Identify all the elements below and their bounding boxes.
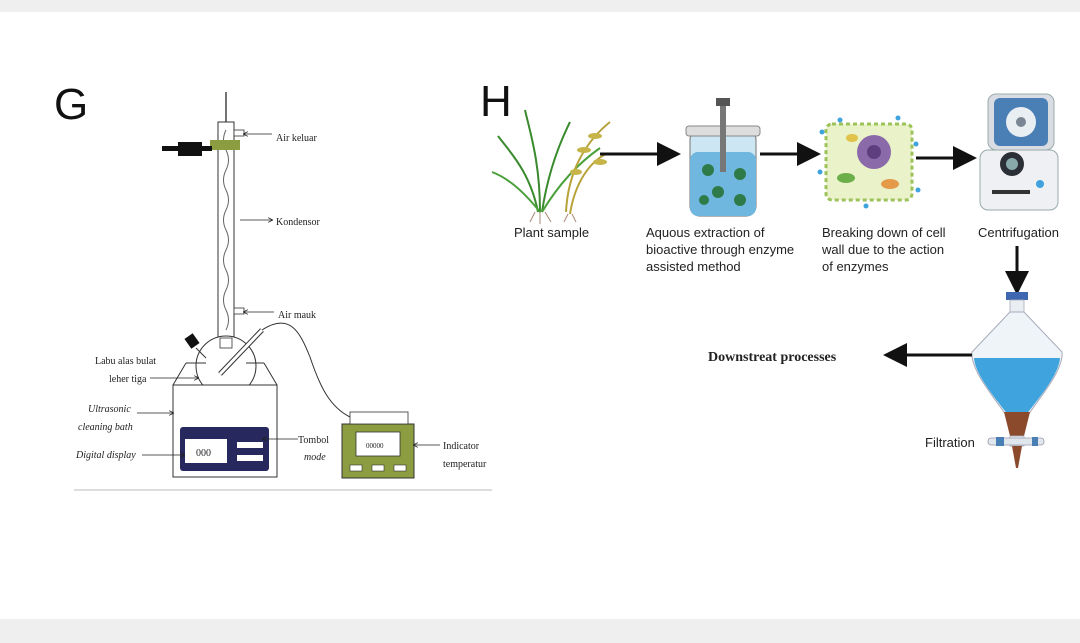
ultrasonic-bath: 000 xyxy=(172,362,278,478)
step-aqueous-line2: bioactive through enzyme xyxy=(646,242,794,257)
label-labu-line1: Labu alas bulat xyxy=(95,356,156,367)
label-tombol-line2: mode xyxy=(304,452,326,463)
extraction-vessel-icon xyxy=(685,98,761,217)
label-digital-display: Digital display xyxy=(75,450,136,461)
separatory-funnel-icon xyxy=(971,292,1063,468)
label-indicator-line2: temperatur xyxy=(443,459,487,470)
label-tombol-line1: Tombol xyxy=(298,435,329,446)
mode-button-2[interactable] xyxy=(237,455,263,461)
digital-display-screen xyxy=(185,439,227,463)
panel-g: G Air keluar Kondensor xyxy=(54,80,492,491)
display-value: 000 xyxy=(196,448,211,459)
figure-panel: G Air keluar Kondensor xyxy=(0,12,1080,619)
mode-button-1[interactable] xyxy=(237,442,263,448)
condenser xyxy=(162,92,245,341)
step-aqueous-line3: assisted method xyxy=(646,259,741,274)
top-band xyxy=(0,0,1080,12)
label-ultra-line1: Ultrasonic xyxy=(88,404,131,415)
plant-icon xyxy=(491,109,611,224)
step-breaking-line3: of enzymes xyxy=(822,259,889,274)
step-filtration: Filtration xyxy=(925,435,975,450)
panel-g-letter: G xyxy=(54,80,88,129)
three-neck-flask xyxy=(184,322,351,418)
indicator-value: 00000 xyxy=(366,442,384,450)
step-plant-sample: Plant sample xyxy=(514,225,589,240)
label-air-keluar: Air keluar xyxy=(276,133,317,144)
bottom-band xyxy=(0,619,1080,643)
temperature-indicator: 00000 xyxy=(341,411,415,479)
label-ultra-line2: cleaning bath xyxy=(78,422,133,433)
panel-h-letter: H xyxy=(480,77,512,126)
panel-h: H Plant sample xyxy=(480,77,1063,468)
step-breaking-line2: wall due to the action xyxy=(821,242,944,257)
label-indicator-line1: Indicator xyxy=(443,441,480,452)
plant-cell-icon xyxy=(817,115,921,209)
step-aqueous-line1: Aquous extraction of xyxy=(646,225,765,240)
step-centrifugation: Centrifugation xyxy=(978,225,1059,240)
clamp-green xyxy=(210,140,240,150)
label-air-mauk: Air mauk xyxy=(278,310,316,321)
label-kondensor: Kondensor xyxy=(276,217,321,228)
figure-svg: G Air keluar Kondensor xyxy=(54,77,1063,491)
label-labu-line2: leher tiga xyxy=(109,374,147,385)
centrifuge-icon xyxy=(979,93,1059,211)
step-downstream: Downstreat processes xyxy=(708,350,837,365)
step-breaking-line1: Breaking down of cell xyxy=(822,225,946,240)
